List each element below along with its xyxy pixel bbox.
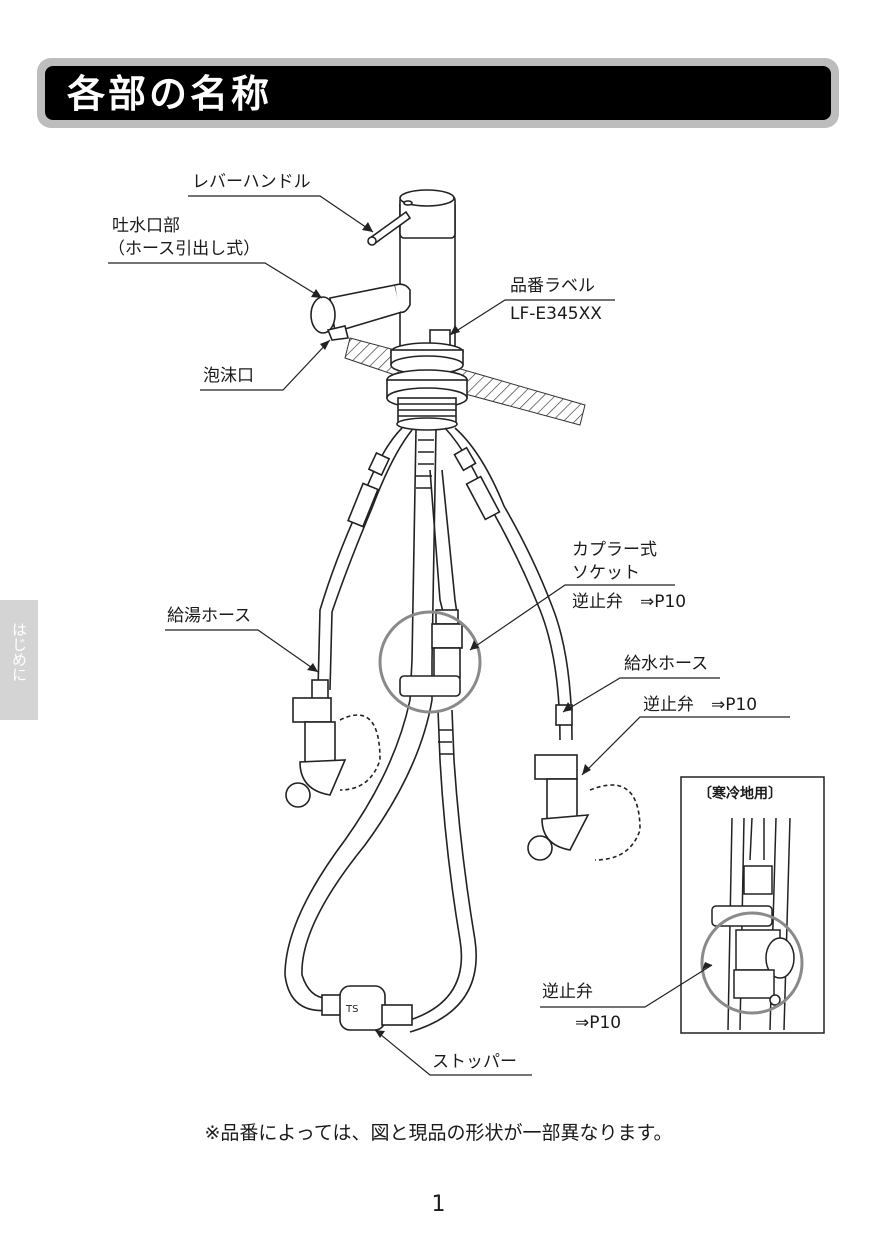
- label-cold-region: 〔寒冷地用〕: [698, 786, 782, 802]
- coupler-highlight-circle: [378, 610, 482, 714]
- label-lever-handle: レバーハンドル: [192, 172, 311, 192]
- label-part-number: LF-E345XX: [510, 304, 602, 324]
- label-check-valve-c: 逆止弁: [542, 982, 593, 1002]
- label-aerator: 泡沫口: [203, 366, 254, 386]
- label-coupler-socket-1: カプラー式: [572, 540, 657, 560]
- title-inner: 各部の名称: [45, 66, 831, 120]
- spout-shape: [310, 283, 411, 341]
- faucet-body: [386, 189, 468, 431]
- leader-arrowheads: [307, 222, 712, 1038]
- cold-region-inset: [680, 776, 825, 1034]
- label-cold-hose: 給水ホース: [624, 654, 709, 674]
- label-coupler-socket-2: ソケット: [572, 563, 640, 583]
- page-number: 1: [431, 1192, 446, 1217]
- label-spout-sub: （ホース引出し式）: [108, 239, 261, 259]
- hose-fittings: [311, 446, 573, 726]
- label-spout: 吐水口部: [112, 216, 180, 236]
- title-bar: 各部の名称: [37, 58, 839, 128]
- side-tab-label: はじめに: [10, 622, 28, 682]
- inset-highlight-circle: [700, 911, 804, 1015]
- label-p10-ref: ⇒P10: [575, 1013, 622, 1033]
- footnote: ※品番によっては、図と現品の形状が一部異なります。: [204, 1122, 673, 1144]
- side-tab[interactable]: はじめに: [0, 600, 38, 720]
- label-check-valve-b: 逆止弁 ⇒P10: [643, 695, 758, 715]
- stop-valve-right: [527, 754, 641, 861]
- label-check-valve-a: 逆止弁 ⇒P10: [572, 592, 687, 612]
- svg-text:TS: TS: [345, 1004, 358, 1015]
- stopper-shape: TS: [321, 985, 413, 1031]
- label-part-label: 品番ラベル: [510, 276, 595, 296]
- leader-lines: [108, 195, 790, 1076]
- page-title: 各部の名称: [67, 72, 273, 116]
- label-stopper: ストッパー: [432, 1052, 517, 1072]
- label-hot-hose: 給湯ホース: [167, 606, 252, 626]
- lever-handle-shape: [367, 210, 412, 246]
- stop-valve-left: [285, 697, 381, 808]
